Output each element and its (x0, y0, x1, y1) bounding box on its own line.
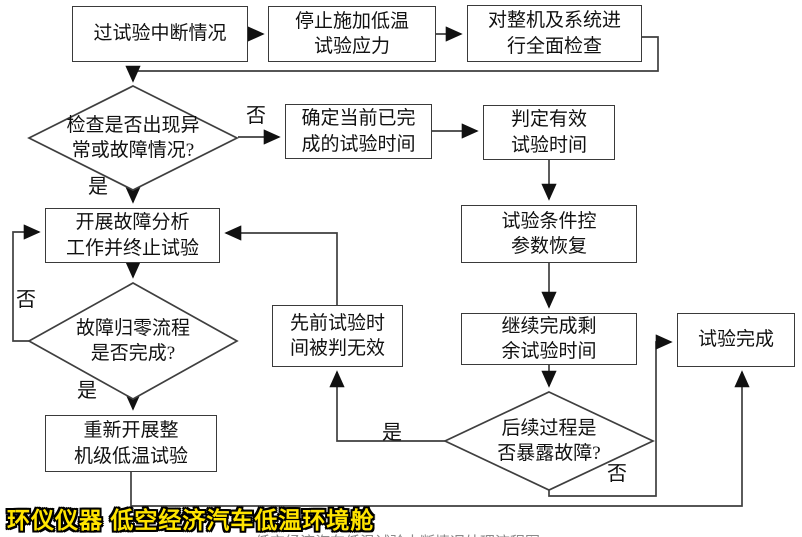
node-continue-remaining-line1: 继续完成剩 (501, 315, 597, 337)
node-judge-valid-time-line2: 试验时间 (510, 134, 587, 156)
node-full-inspection-line2: 行全面检查 (506, 35, 602, 57)
node-test-complete: 试验完成 (677, 313, 795, 367)
node-confirm-time-line2: 成的试验时间 (301, 133, 416, 155)
node-fault-analysis-line1: 开展故障分析 (75, 212, 190, 234)
branch-label-yes-zeroing: 是 (77, 380, 97, 402)
branch-label-no-zeroing: 否 (16, 289, 36, 311)
node-stop-stress-line1: 停止施加低温 (294, 10, 409, 32)
node-confirm-time-line1: 确定当前已完 (301, 108, 416, 130)
node-restore-params-line2: 参数恢复 (510, 236, 587, 257)
branch-label-no-fault-exposed: 否 (607, 463, 627, 485)
node-test-interrupt-line1: 过试验中断情况 (93, 23, 227, 45)
node-prev-time-invalid: 先前试验时 间被判无效 (272, 305, 403, 367)
node-judge-valid-time: 判定有效 试验时间 (483, 105, 615, 160)
node-judge-valid-time-line1: 判定有效 (510, 109, 587, 131)
node-stop-stress: 停止施加低温 试验应力 (268, 6, 436, 62)
node-confirm-time: 确定当前已完 成的试验时间 (285, 104, 432, 159)
node-restore-params-line1: 试验条件控 (501, 210, 597, 232)
node-continue-remaining: 继续完成剩 余试验时间 (461, 313, 637, 365)
node-fault-analysis: 开展故障分析 工作并终止试验 (45, 208, 220, 263)
branch-label-yes-fault-exposed: 是 (382, 422, 402, 444)
node-restore-params: 试验条件控 参数恢复 (461, 205, 637, 263)
node-restart-test: 重新开展整 机级低温试验 (45, 415, 217, 472)
node-test-interrupt: 过试验中断情况 (72, 6, 248, 62)
node-full-inspection: 对整机及系统进 行全面检查 (467, 5, 642, 62)
node-test-complete-line1: 试验完成 (697, 329, 774, 351)
watermark-text: 环仪仪器 低空经济汽车低温环境舱 (7, 507, 375, 533)
partial-caption: 低空经济汽车低温试验中断情况处理流程图 (255, 531, 655, 537)
branch-label-yes-abnormal: 是 (88, 176, 108, 198)
node-restart-test-line2: 机级低温试验 (73, 445, 188, 467)
node-restart-test-line1: 重新开展整 (83, 420, 179, 442)
node-stop-stress-line2: 试验应力 (313, 36, 390, 57)
node-prev-time-invalid-line1: 先前试验时 (289, 312, 385, 334)
node-full-inspection-line1: 对整机及系统进 (487, 10, 621, 32)
branch-label-no-abnormal: 否 (246, 105, 266, 127)
node-continue-remaining-line2: 余试验时间 (501, 341, 597, 362)
node-prev-time-invalid-line2: 间被判无效 (289, 338, 385, 359)
node-fault-analysis-line2: 工作并终止试验 (65, 237, 199, 259)
